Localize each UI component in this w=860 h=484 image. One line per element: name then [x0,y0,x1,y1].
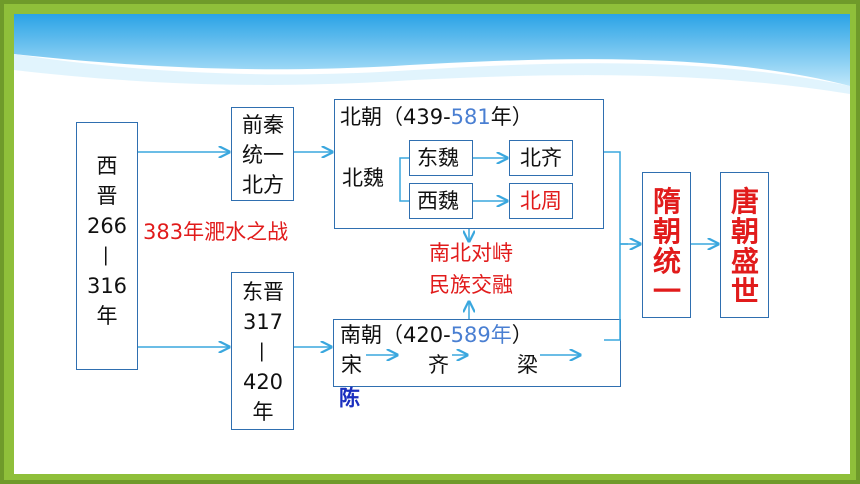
liang-label: 梁 [517,353,538,377]
beichao-suffix: 年） [490,105,533,129]
header-wave-decoration [14,14,850,94]
qianqin-line3: 北方 [242,173,284,197]
beiqi-box: 北齐 [509,140,573,176]
beizhou-label: 北周 [520,189,562,213]
feishui-battle-label: 383年淝水之战 [143,220,289,244]
qianqin-line1: 前秦 [242,113,284,137]
beichao-prefix: 北朝（439- [340,105,451,129]
nanchao-prefix: 南朝（420- [340,323,451,347]
xijin-name-2: 晋 [96,184,118,208]
qianqin-line2: 统一 [242,143,284,167]
xijin-box: 西 晋 266 — 316 年 [76,122,138,370]
xijin-name-1: 西 [96,154,118,178]
tang-box: 唐朝盛世 [720,172,769,318]
xiwei-box: 西魏 [409,183,473,219]
nanchao-title: 南朝（420-589年） [340,325,533,346]
dongjin-name: 东晋 [242,280,284,304]
dongjin-box: 东晋 317 — 420 年 [231,272,294,430]
sui-box: 隋朝统一 [642,172,691,318]
beiwei-label: 北魏 [342,166,384,190]
chen-label: 陈 [339,386,360,410]
merge-bracket [604,151,628,341]
qi-label: 齐 [428,353,449,377]
nanbei-line1: 南北对峙 [429,241,513,265]
xijin-end: 316 [86,274,128,298]
beizhou-box: 北周 [509,183,573,219]
dongjin-end: 420 [242,370,284,394]
beichao-year-end: 581 [450,105,491,129]
sui-label: 隋朝统一 [652,185,681,308]
dongjin-start: 317 [242,310,284,334]
dongjin-nian: 年 [252,400,274,424]
nanbei-line2: 民族交融 [429,273,513,297]
xijin-start: 266 [86,214,128,238]
qianqin-box: 前秦 统一 北方 [231,107,294,201]
xijin-nian: 年 [96,304,118,328]
song-label: 宋 [341,353,362,377]
nanchao-suffix: ） [511,323,533,347]
beiwei-split-bracket [399,157,409,202]
dongwei-box: 东魏 [409,140,473,176]
beichao-title: 北朝（439-581年） [340,107,533,128]
dongwei-label: 东魏 [417,146,459,170]
tang-label: 唐朝盛世 [730,185,759,308]
xiwei-label: 西魏 [417,189,459,213]
beiqi-label: 北齐 [520,146,562,170]
nanchao-year-end: 589年 [450,323,512,347]
